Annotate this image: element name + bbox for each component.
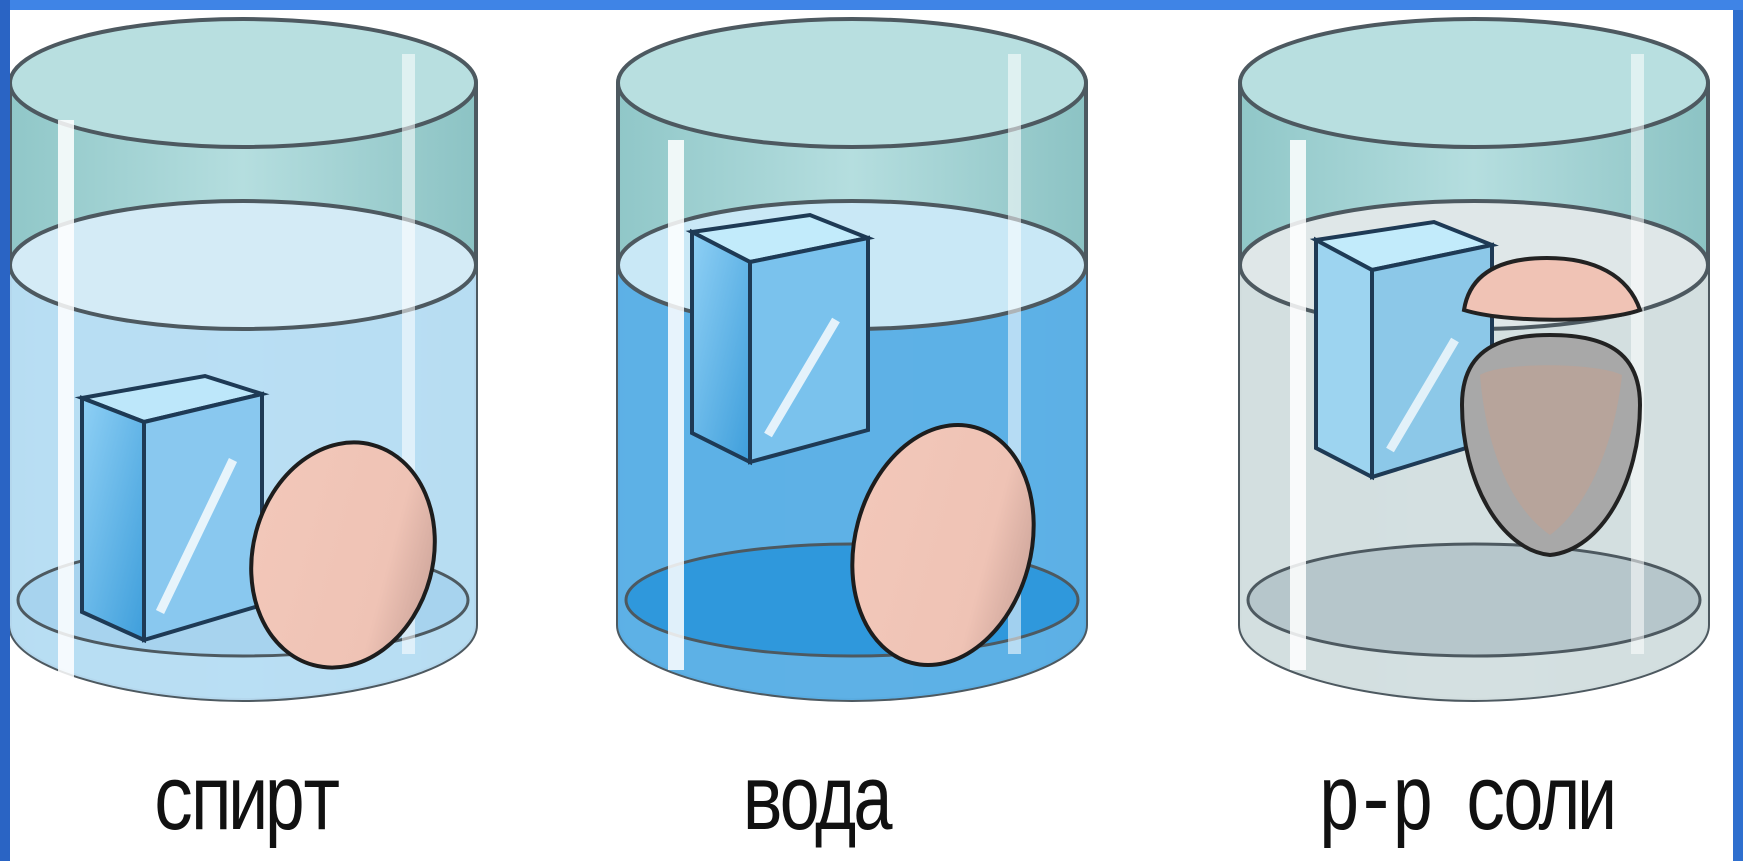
ice-cube-water xyxy=(692,215,868,462)
ice-cube-spirit xyxy=(82,376,262,640)
egg-salt-solution xyxy=(1462,258,1640,555)
label-water: вода xyxy=(686,755,943,855)
beaker-water xyxy=(618,19,1086,700)
left-border-strip xyxy=(0,0,10,861)
label-salt-solution: р-р соли xyxy=(1282,755,1649,855)
label-spirit: спирт xyxy=(116,755,373,855)
beakers-diagram xyxy=(10,10,1733,861)
illustration-stage: спирт вода р-р соли xyxy=(10,10,1733,861)
beaker-salt-solution xyxy=(1240,19,1708,700)
top-border-strip xyxy=(0,0,1743,10)
beaker-spirit xyxy=(10,19,476,700)
